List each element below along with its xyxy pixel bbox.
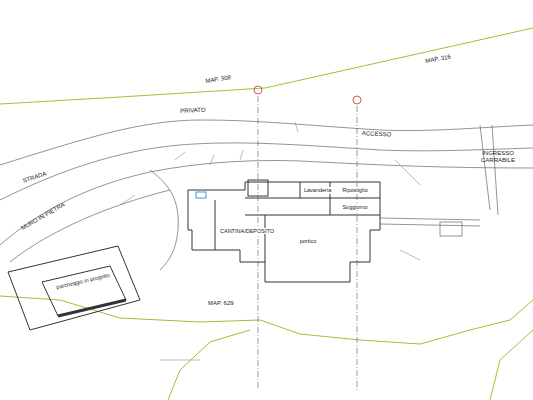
property-boundary — [0, 28, 533, 400]
section-markers — [254, 86, 361, 104]
map-label: PRIVATO — [180, 107, 206, 115]
map-label: MAP. 629 — [208, 300, 234, 307]
room-area: Lavanderia — [302, 184, 333, 197]
room-area: portico — [268, 222, 348, 260]
map-label: MURO IN PIETRA — [20, 201, 66, 231]
room-area: CANTINA/DEPOSITO — [218, 216, 276, 246]
contour-marks — [120, 122, 420, 360]
map-label: MAP. 316 — [425, 54, 451, 65]
room-area: Soggiorno — [332, 200, 378, 214]
road — [0, 120, 533, 270]
room-area: parcheggio in progetto — [46, 262, 119, 299]
room-name: Ripostiglio — [341, 187, 368, 193]
room-name: portico — [299, 238, 318, 244]
room-area: Ripostiglio — [332, 184, 378, 197]
room-name: parcheggio in progetto — [55, 272, 112, 291]
map-label: ACCESSO — [362, 130, 392, 138]
room-name: Lavanderia — [303, 187, 332, 193]
garage-outline — [8, 246, 140, 330]
map-label: INGRESSO CARRABILE — [478, 150, 518, 163]
room-name: CANTINA/DEPOSITO — [219, 228, 275, 234]
map-label: MAP. 308 — [205, 74, 231, 84]
house-outline — [188, 180, 380, 282]
section-lines — [258, 96, 357, 390]
room-name: Soggiorno — [341, 204, 368, 210]
map-label: STRADA — [22, 170, 47, 184]
